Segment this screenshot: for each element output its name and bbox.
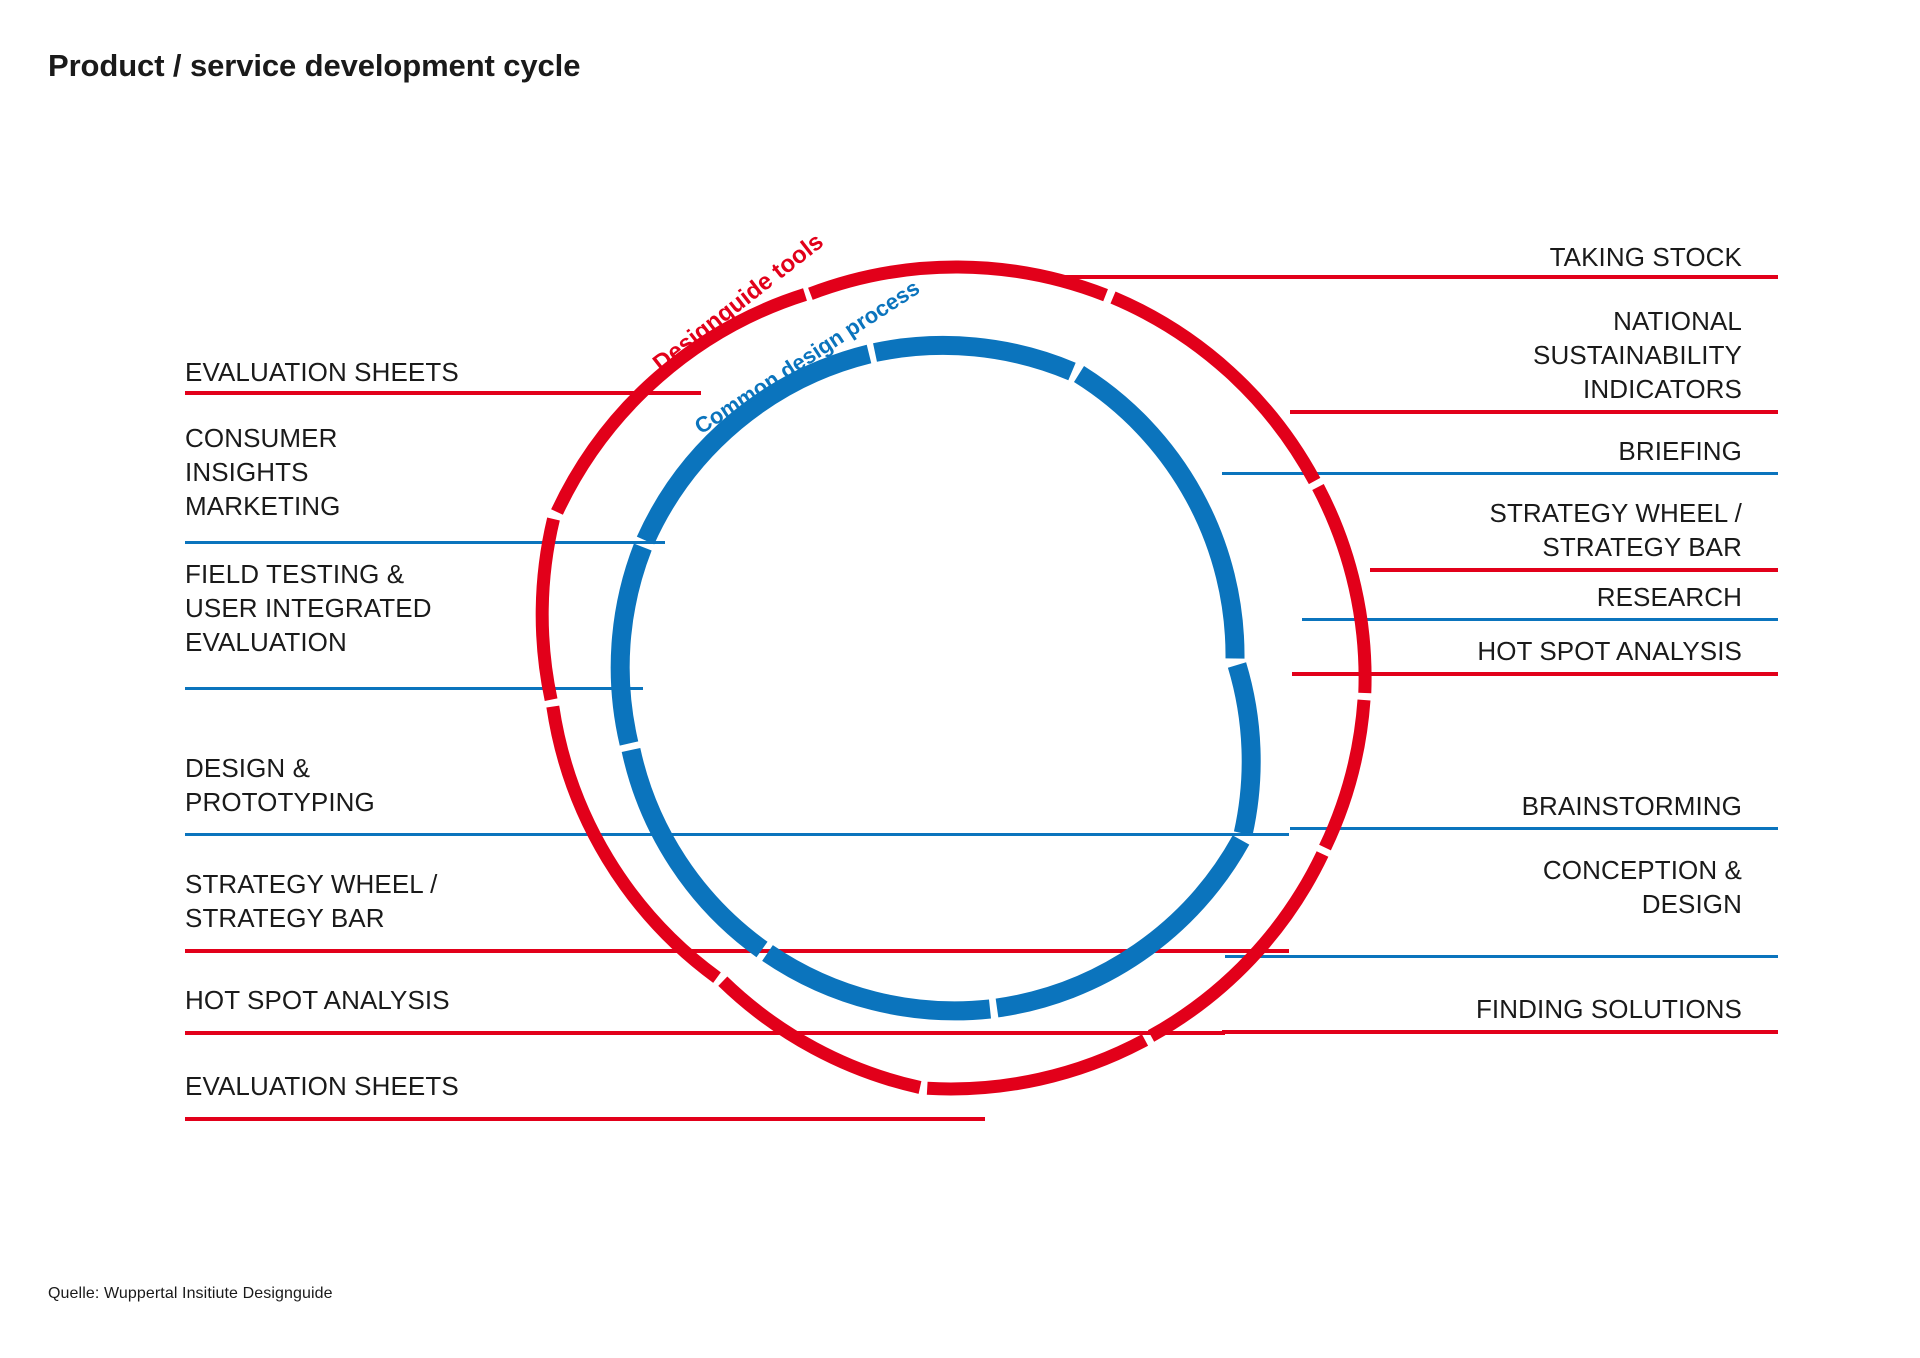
callout-label: STRATEGY WHEEL / STRATEGY BAR [185,869,438,933]
callout-rule-left-7 [185,1117,985,1121]
callout-label: FIELD TESTING & USER INTEGRATED EVALUATI… [185,559,432,657]
callout-rule-right-5 [1302,618,1778,621]
callout-label: RESEARCH [1596,582,1742,612]
callout-label: DESIGN & PROTOTYPING [185,753,375,817]
source-note: Quelle: Wuppertal Insitiute Designguide [48,1285,333,1302]
callout-strategy-wheel-bar-right[interactable]: STRATEGY WHEEL / STRATEGY BAR [1222,496,1742,569]
callout-rule-left-1 [185,391,701,395]
callout-rule-left-3 [185,687,643,690]
callout-rule-right-8 [1225,955,1778,958]
callout-research[interactable]: RESEARCH [1222,580,1742,619]
callout-evaluation-sheets-lower[interactable]: EVALUATION SHEETS [185,1069,745,1108]
callout-field-testing-user-integrated-evaluation[interactable]: FIELD TESTING & USER INTEGRATED EVALUATI… [185,557,745,664]
callout-label: EVALUATION SHEETS [185,1071,459,1101]
callout-label: HOT SPOT ANALYSIS [1477,636,1742,666]
callout-consumer-insights-marketing[interactable]: CONSUMER INSIGHTS MARKETING [185,421,745,528]
callout-label: FINDING SOLUTIONS [1475,994,1742,1024]
callout-label: BRIEFING [1618,436,1742,466]
callout-brainstorming[interactable]: BRAINSTORMING [1222,789,1742,828]
callout-rule-right-2 [1290,410,1778,414]
callout-taking-stock[interactable]: TAKING STOCK [1222,240,1742,279]
callout-briefing[interactable]: BRIEFING [1222,434,1742,473]
callout-rule-left-6 [185,1031,1225,1035]
callout-rule-right-3 [1222,472,1778,475]
callout-label: CONSUMER INSIGHTS MARKETING [185,423,341,521]
callout-rule-right-7 [1290,827,1778,830]
callout-rule-left-4 [185,833,1289,836]
callout-rule-right-4 [1370,568,1778,572]
common-design-process-ring [610,335,1261,1021]
callout-rule-left-5 [185,949,1289,953]
designguide-tools-ring [535,260,1372,1096]
callout-design-prototyping[interactable]: DESIGN & PROTOTYPING [185,751,745,824]
callout-finding-solutions[interactable]: FINDING SOLUTIONS [1222,992,1742,1031]
callout-rule-left-2 [185,541,665,544]
callout-evaluation-sheets-upper[interactable]: EVALUATION SHEETS [185,355,745,394]
page-title: Product / service development cycle [48,48,581,83]
callout-strategy-wheel-bar-left[interactable]: STRATEGY WHEEL / STRATEGY BAR [185,867,745,940]
callout-hot-spot-analysis-left[interactable]: HOT SPOT ANALYSIS [185,983,745,1022]
callout-label: STRATEGY WHEEL / STRATEGY BAR [1489,498,1742,562]
callout-rule-right-6 [1292,672,1778,676]
callout-national-sustainability-indicators[interactable]: NATIONAL SUSTAINABILITY INDICATORS [1222,304,1742,411]
callout-rule-right-1 [1028,275,1778,279]
callout-conception-design[interactable]: CONCEPTION & DESIGN [1222,853,1742,926]
callout-label: EVALUATION SHEETS [185,357,459,387]
callout-label: HOT SPOT ANALYSIS [185,985,450,1015]
callout-label: BRAINSTORMING [1521,791,1742,821]
callout-rule-right-9 [1222,1030,1778,1034]
callout-label: NATIONAL SUSTAINABILITY INDICATORS [1533,306,1742,404]
callout-hot-spot-analysis-right[interactable]: HOT SPOT ANALYSIS [1222,634,1742,673]
callout-label: CONCEPTION & DESIGN [1542,855,1742,919]
callout-label: TAKING STOCK [1549,242,1742,272]
